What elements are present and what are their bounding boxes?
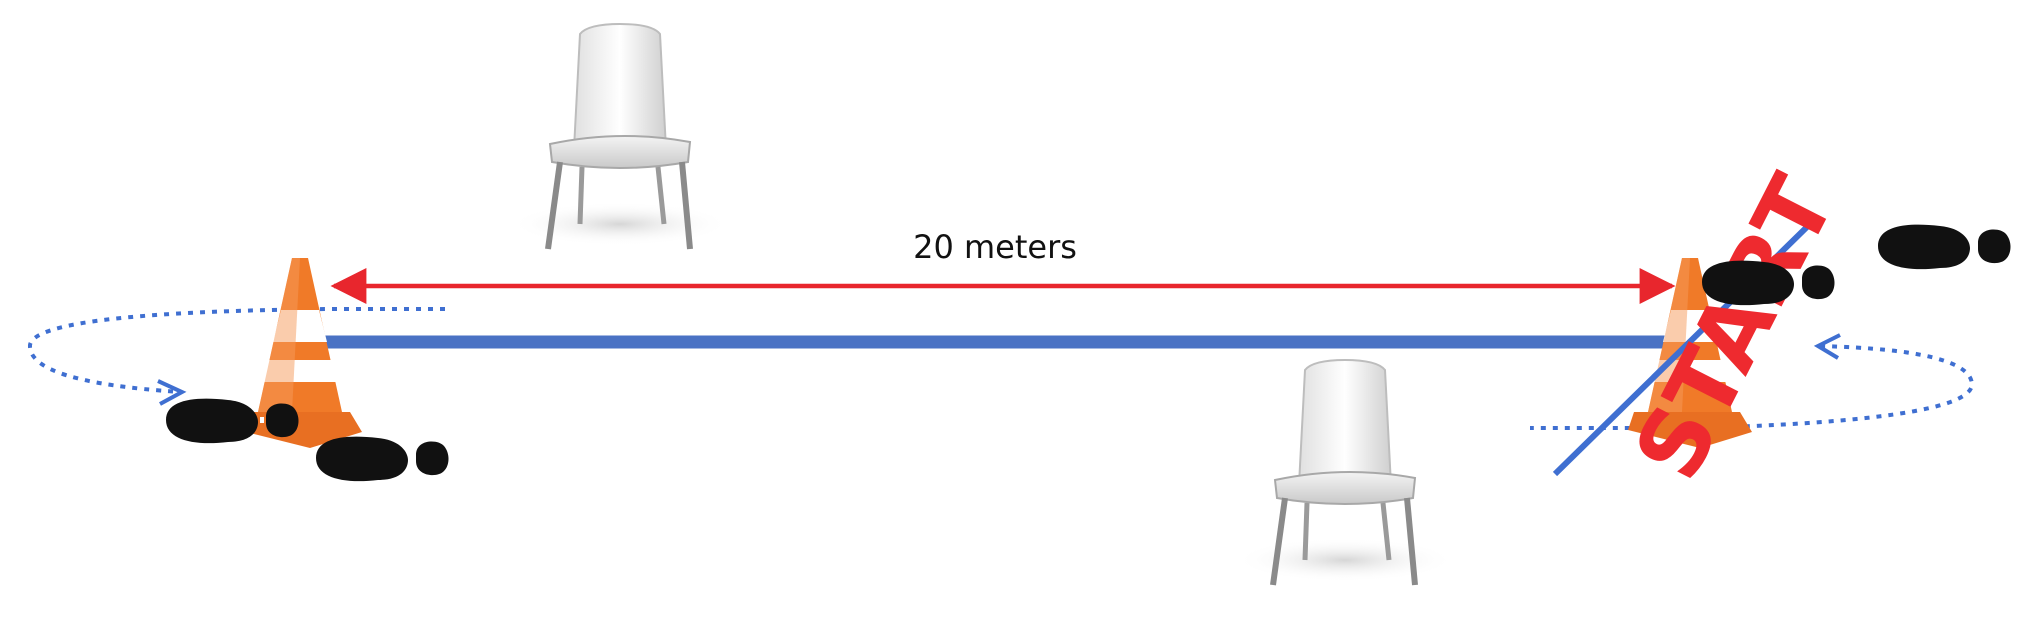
turn-arrowhead-right (1813, 333, 1841, 360)
start-label: START (1614, 160, 1856, 496)
chair-icon (510, 24, 730, 249)
distance-label: 20 meters (913, 228, 1077, 266)
footprint-icon (1702, 260, 1835, 306)
turn-path-right (1530, 344, 1975, 430)
turn-arrowhead-left (157, 379, 187, 406)
chair-icon (1235, 360, 1455, 585)
footprint-icon (166, 398, 299, 444)
turn-path-left (27, 307, 445, 394)
footprint-icon (1878, 224, 2011, 270)
footprint-icon (316, 436, 449, 482)
